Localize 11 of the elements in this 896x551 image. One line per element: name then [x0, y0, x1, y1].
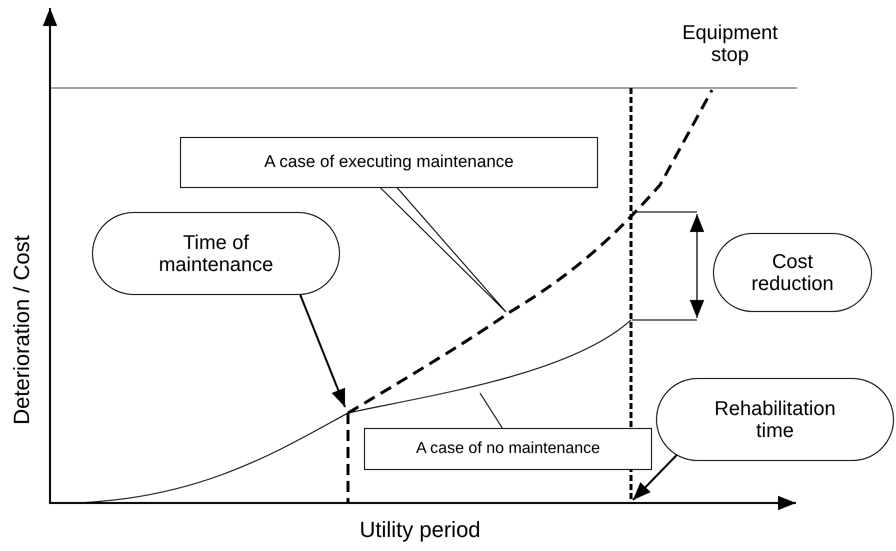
callout-box: A case of executing maintenance	[180, 137, 598, 188]
arrow	[299, 294, 346, 408]
axis-label: Deterioration / Cost	[8, 235, 35, 425]
axis-label: Utility period	[360, 517, 481, 543]
leader-line	[480, 392, 503, 428]
callout-box: A case of no maintenance	[364, 428, 652, 470]
annotation-text: Equipment stop	[681, 22, 779, 66]
rounded-label: Cost reduction	[713, 233, 872, 312]
rounded-label: Time of maintenance	[92, 212, 340, 295]
callout-tail	[380, 188, 506, 312]
rounded-label: Rehabilitation time	[656, 378, 894, 461]
